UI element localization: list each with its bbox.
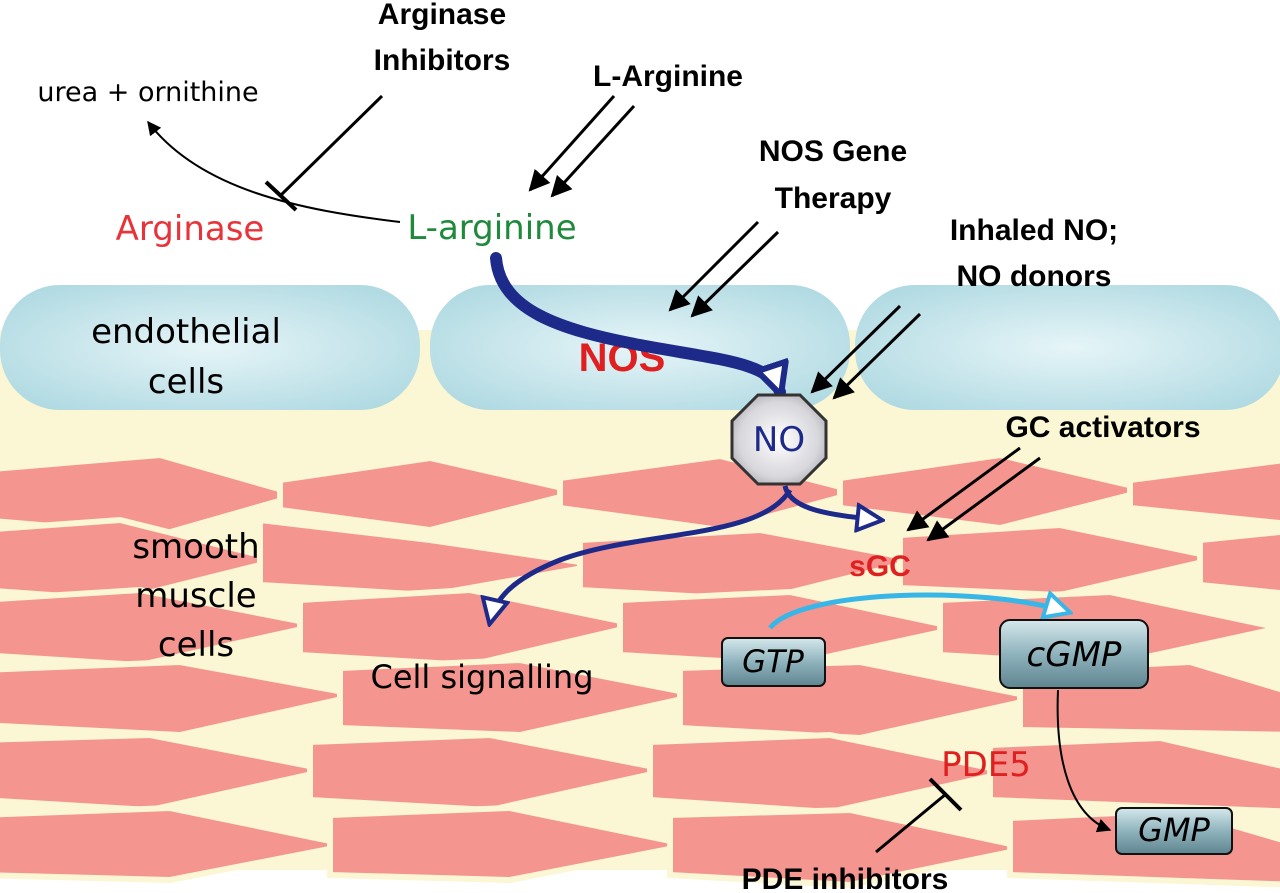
arginase-inhibitors-label-line2: Inhibitors [374, 44, 511, 77]
gmp-box [1115, 807, 1233, 855]
gtp-label: GTP [742, 644, 804, 680]
no-to-cell-signalling-arrow [490, 488, 793, 622]
endothelial-cells-label-line2: cells [148, 362, 224, 402]
smooth-muscle-label-line3: cells [158, 625, 234, 665]
cell-signalling-label: Cell signalling [370, 658, 593, 696]
endothelial-cells-label-line1: endothelial [91, 312, 281, 352]
pde-inhibitors-label: PDE inhibitors [742, 863, 949, 893]
nos-gene-therapy-label-line2: Therapy [775, 182, 892, 215]
gtp-box [721, 637, 826, 687]
arginase-inhibitors-label-line1: Arginase [378, 0, 506, 31]
nos-conversion-arrow [490, 252, 780, 392]
gc-activators-label: GC activators [1005, 411, 1200, 444]
inhaled-no-label-line2: NO donors [957, 260, 1112, 293]
inhaled-no-label-line1: Inhaled NO; [950, 214, 1118, 247]
inhaled-no-arrow-1 [810, 304, 902, 394]
gc-activators-arrow-1 [906, 446, 1021, 532]
arginase-conversion-arrow [147, 120, 401, 223]
inhaled-no-arrow-2 [832, 312, 922, 400]
smooth-muscle-label-line2: muscle [135, 576, 256, 616]
gc-activators-arrow-2 [926, 456, 1041, 542]
arginase-label: Arginase [116, 209, 265, 249]
gmp-label: GMP [1138, 811, 1210, 849]
smooth-muscle-label-line1: smooth [132, 527, 259, 567]
l-arginine-supplement-label: L-Arginine [593, 60, 743, 93]
nos-gene-therapy-arrow-2 [690, 230, 780, 318]
nos-gene-therapy-label-line1: NOS Gene [759, 135, 907, 168]
pde-inhibition-bar [928, 777, 963, 812]
smooth-muscle-layer [0, 451, 1280, 889]
cgmp-label: cGMP [1027, 635, 1122, 675]
pde5-label: PDE5 [941, 745, 1031, 785]
no-node [730, 393, 828, 486]
urea-ornithine-label: urea + ornithine [37, 77, 258, 108]
l-arginine-arrow-1 [528, 95, 616, 192]
cgmp-box [999, 619, 1149, 689]
cgmp-to-gmp-arrow [1056, 689, 1112, 833]
arginase-inhibition-bar [264, 180, 298, 212]
l-arginine-arrow-2 [550, 104, 636, 198]
sgc-label: sGC [849, 550, 911, 583]
no-label: NO [753, 420, 805, 460]
nos-gene-therapy-arrow-1 [668, 220, 760, 312]
gtp-to-cgmp-arrow [768, 595, 1068, 630]
pde-inhibition-line [875, 792, 947, 854]
l-arginine-label: L-arginine [407, 208, 576, 248]
arginase-inhibition-line [278, 94, 384, 198]
